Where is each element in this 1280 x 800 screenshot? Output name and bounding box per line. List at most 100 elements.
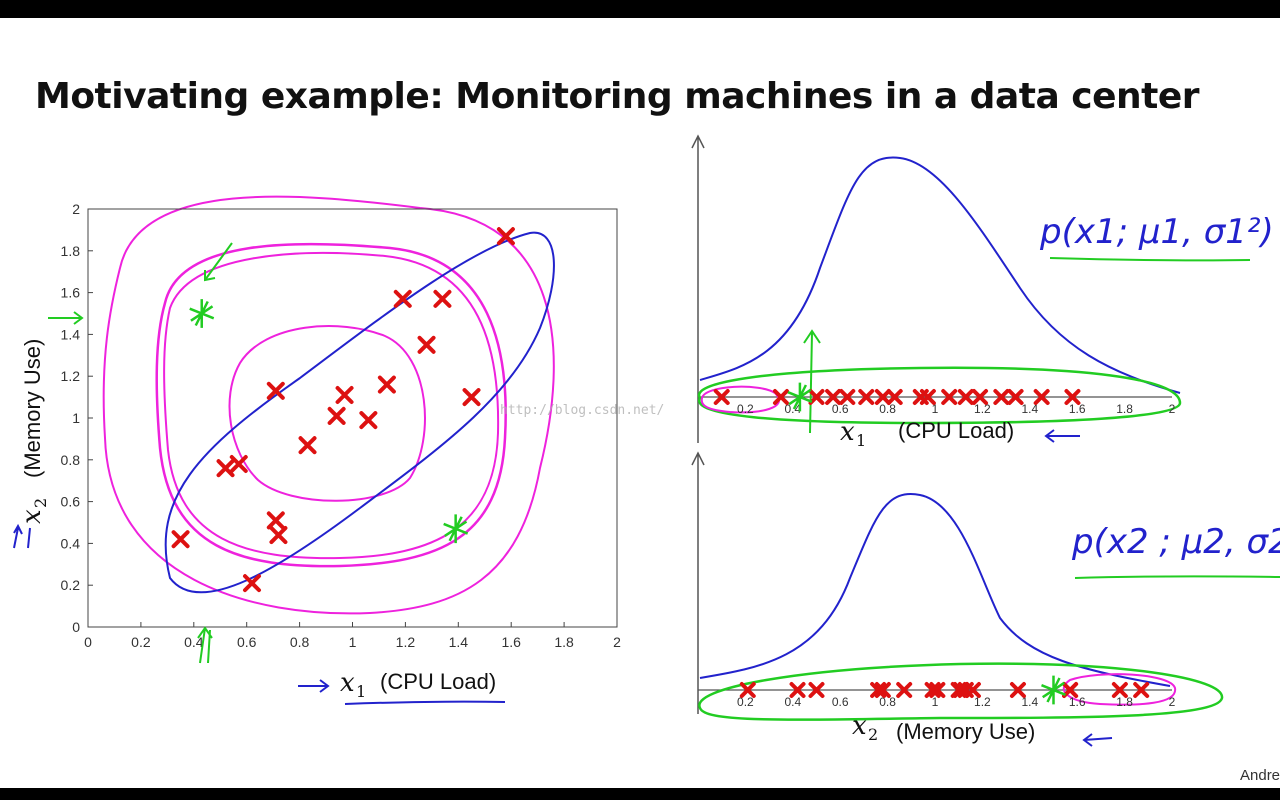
data-point <box>266 511 285 530</box>
data-point <box>941 389 958 405</box>
blue-arrow-x1 <box>1044 429 1080 443</box>
y-tick-label: 1 <box>72 410 80 426</box>
x1-density-axis-sub: 1 <box>856 431 866 450</box>
tick-label: 0.2 <box>737 695 754 709</box>
x2-marks <box>739 675 1150 705</box>
data-point <box>269 526 288 545</box>
data-point <box>886 389 903 405</box>
data-point <box>171 530 190 549</box>
data-point <box>335 386 354 405</box>
data-point <box>1009 682 1026 698</box>
tick-label: 0.8 <box>879 695 896 709</box>
tick-label: 1.6 <box>1069 402 1086 416</box>
x-tick-label: 0.4 <box>184 634 204 650</box>
green-ellipse-x2 <box>698 662 1224 721</box>
y-tick-label: 0.8 <box>61 452 81 468</box>
x-axis-underline <box>344 700 506 705</box>
tick-label: 1.4 <box>1021 695 1038 709</box>
pen-annotations <box>102 195 555 615</box>
data-point <box>496 227 515 246</box>
x1-density-axis-var: x <box>840 417 855 447</box>
scatter-marks <box>171 227 515 593</box>
x2-axis-sub: 2 <box>31 498 50 508</box>
x2-axis-var: x <box>17 509 47 524</box>
x-axis-arrow <box>298 679 330 693</box>
data-point <box>1064 389 1081 405</box>
x1-axis-var: x <box>340 668 355 698</box>
tick-label: 2 <box>1169 402 1176 416</box>
tick-label: 0.2 <box>737 402 754 416</box>
slide-title: Motivating example: Monitoring machines … <box>35 76 1200 117</box>
data-point <box>772 389 789 405</box>
data-point <box>327 406 346 425</box>
watermark: http://blog.csdn.net/ <box>500 403 664 418</box>
anomaly-point <box>443 514 469 544</box>
data-point <box>739 682 756 698</box>
data-point <box>953 682 970 698</box>
data-point <box>1111 682 1128 698</box>
x-tick-label: 1.2 <box>396 634 416 650</box>
data-point <box>242 574 261 593</box>
green-arrow-bottom <box>197 626 213 664</box>
data-point <box>417 335 436 354</box>
y-tick-label: 1.8 <box>61 243 81 259</box>
data-point <box>839 389 856 405</box>
green-underline-x1 <box>1049 257 1251 262</box>
scatter-axes <box>87 208 618 628</box>
tick-label: 0.4 <box>784 402 801 416</box>
tick-label: 1.6 <box>1069 695 1086 709</box>
data-point <box>1133 682 1150 698</box>
tick-label: 1.8 <box>1116 695 1133 709</box>
x1-marks <box>713 382 1081 412</box>
green-arrow-left <box>48 311 84 325</box>
y-tick-label: 1.6 <box>61 285 81 301</box>
y-tick-label: 0.2 <box>61 577 81 593</box>
y-tick-label: 0.6 <box>61 494 81 510</box>
data-point <box>1007 389 1024 405</box>
tick-label: 0.6 <box>832 695 849 709</box>
data-point <box>393 289 412 308</box>
data-point <box>377 375 396 394</box>
x-tick-label: 1.8 <box>554 634 574 650</box>
y-tick-label: 1.4 <box>61 326 81 342</box>
green-arrow-diag <box>204 242 233 282</box>
data-point <box>874 389 891 405</box>
tick-label: 1.8 <box>1116 402 1133 416</box>
data-point <box>924 682 941 698</box>
tick-label: 2 <box>1169 695 1176 709</box>
anomaly-point <box>189 299 215 328</box>
tick-label: 1 <box>932 402 939 416</box>
x2-density-axis-var: x <box>852 711 867 741</box>
anomaly-point <box>787 382 813 412</box>
data-point <box>1033 389 1050 405</box>
x-tick-label: 0.6 <box>237 634 257 650</box>
green-arrow-up-x1 <box>803 329 821 434</box>
data-point <box>216 459 235 478</box>
y-axis-top <box>691 134 705 443</box>
x2-density-axis-label: (Memory Use) <box>896 719 1035 744</box>
blue-arrow-x2 <box>1082 733 1113 747</box>
data-point <box>870 682 887 698</box>
data-point <box>919 389 936 405</box>
x1-axis-sub: 1 <box>356 682 366 701</box>
data-point <box>957 389 974 405</box>
y-axis-label: (Memory Use) <box>20 339 45 478</box>
p-x2-annotation: p(x2 ; μ2, σ2² <box>1071 522 1280 562</box>
magenta-ellipse-x2 <box>1063 673 1177 706</box>
x1-axis-label: (CPU Load) <box>380 669 496 694</box>
lecture-slide: Motivating example: Monitoring machines … <box>0 18 1280 788</box>
tick-label: 1.2 <box>974 402 991 416</box>
x-tick-label: 0.2 <box>131 634 151 650</box>
y-axis-bottom <box>691 451 705 714</box>
outer-magenta-contour <box>102 195 555 615</box>
p-x1-annotation: p(x1; μ1, σ1²) <box>1039 212 1274 252</box>
x-tick-label: 2 <box>613 634 621 650</box>
data-point <box>825 389 842 405</box>
tick-label: 0.4 <box>784 695 801 709</box>
y-axis-arrow <box>13 523 31 549</box>
data-point <box>713 389 730 405</box>
